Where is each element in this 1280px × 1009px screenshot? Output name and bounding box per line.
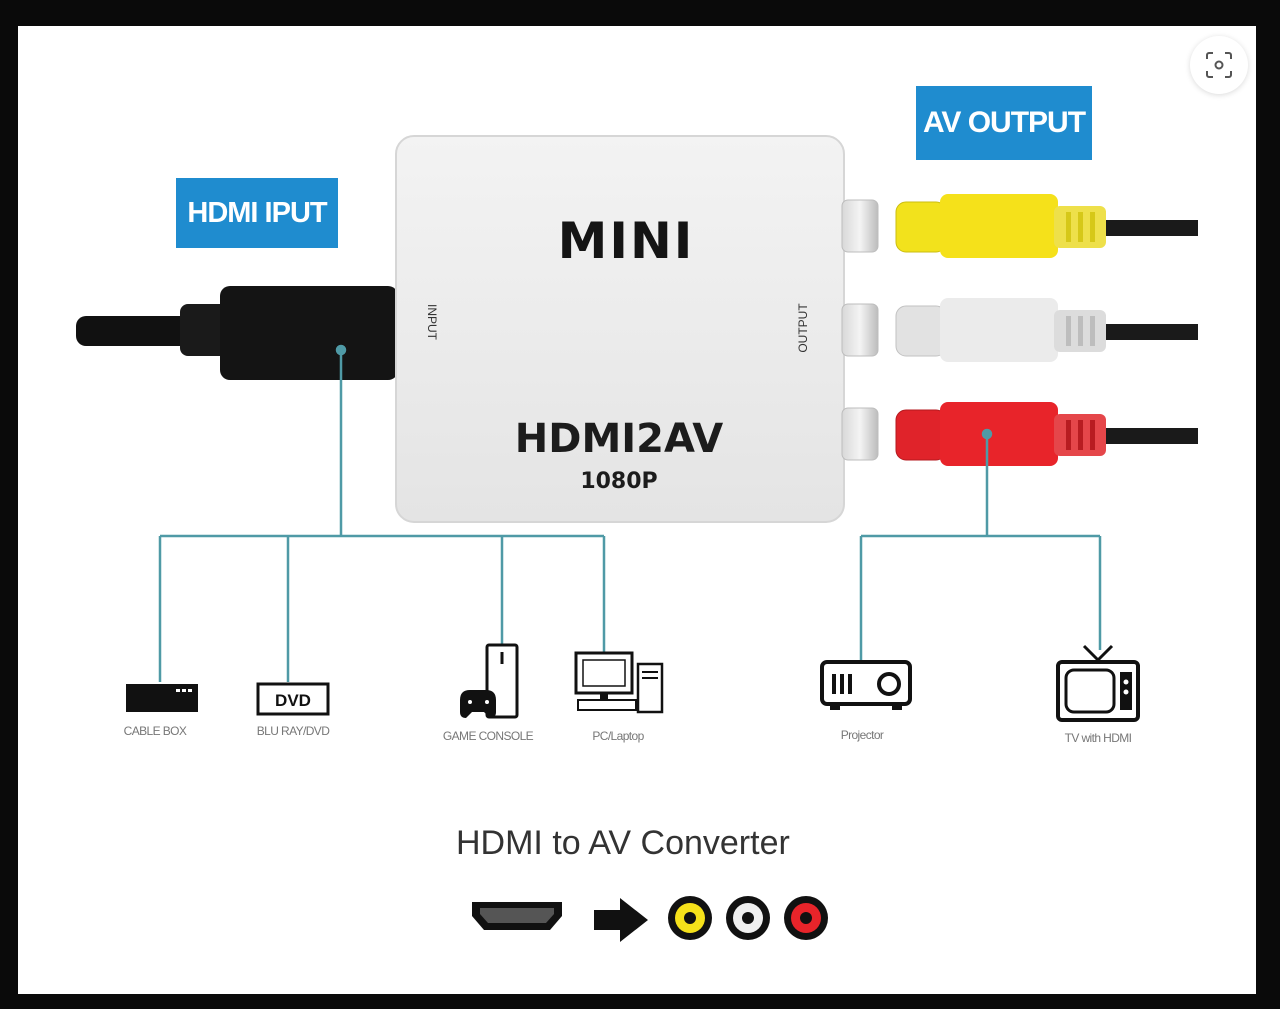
- source-label-pc-laptop: PC/Laptop: [592, 729, 644, 743]
- av-output-label: AV OUTPUT: [916, 86, 1092, 160]
- source-wires: [158, 344, 606, 682]
- pc-laptop-icon: [574, 651, 664, 714]
- arrow-right-icon: [594, 898, 648, 942]
- converter-box: [395, 135, 845, 523]
- source-label-cable-box: CABLE BOX: [123, 724, 187, 738]
- dvd-badge: DVD: [275, 691, 311, 710]
- device-resolution: 1080P: [580, 469, 657, 494]
- device-model: HDMI2AV: [515, 416, 723, 462]
- output-label-projector: Projector: [840, 728, 884, 742]
- hdmi-cable: [76, 286, 398, 380]
- rca-jacks: [841, 199, 879, 461]
- visual-search-button[interactable]: [1190, 36, 1248, 94]
- input-port-label: INPUT: [425, 304, 439, 341]
- rca-plug-red: [895, 402, 1198, 466]
- dvd-player-icon: [256, 682, 330, 716]
- diagram-caption: HDMI to AV Converter: [456, 824, 790, 862]
- visual-search-icon: [1206, 52, 1232, 78]
- rca-plug-yellow: [895, 194, 1198, 258]
- rca-yellow-icon: [668, 896, 712, 940]
- output-label-tv: TV with HDMI: [1064, 731, 1132, 745]
- output-wires: [859, 428, 1102, 660]
- rca-plug-white: [895, 298, 1198, 362]
- game-console-icon: [460, 643, 519, 719]
- projector-icon: [820, 660, 912, 710]
- rca-white-icon: [726, 896, 770, 940]
- source-label-blu-ray: BLU RAY/DVD: [256, 724, 330, 738]
- tv-icon: [1056, 644, 1140, 722]
- hdmi-input-label: HDMI IPUT: [176, 178, 338, 248]
- output-port-label: OUTPUT: [796, 303, 810, 353]
- device-brand: MINI: [558, 212, 695, 270]
- hdmi-port-icon: [472, 902, 562, 930]
- cable-box-icon: [126, 684, 198, 712]
- rca-red-icon: [784, 896, 828, 940]
- source-label-game-console: GAME CONSOLE: [442, 729, 534, 743]
